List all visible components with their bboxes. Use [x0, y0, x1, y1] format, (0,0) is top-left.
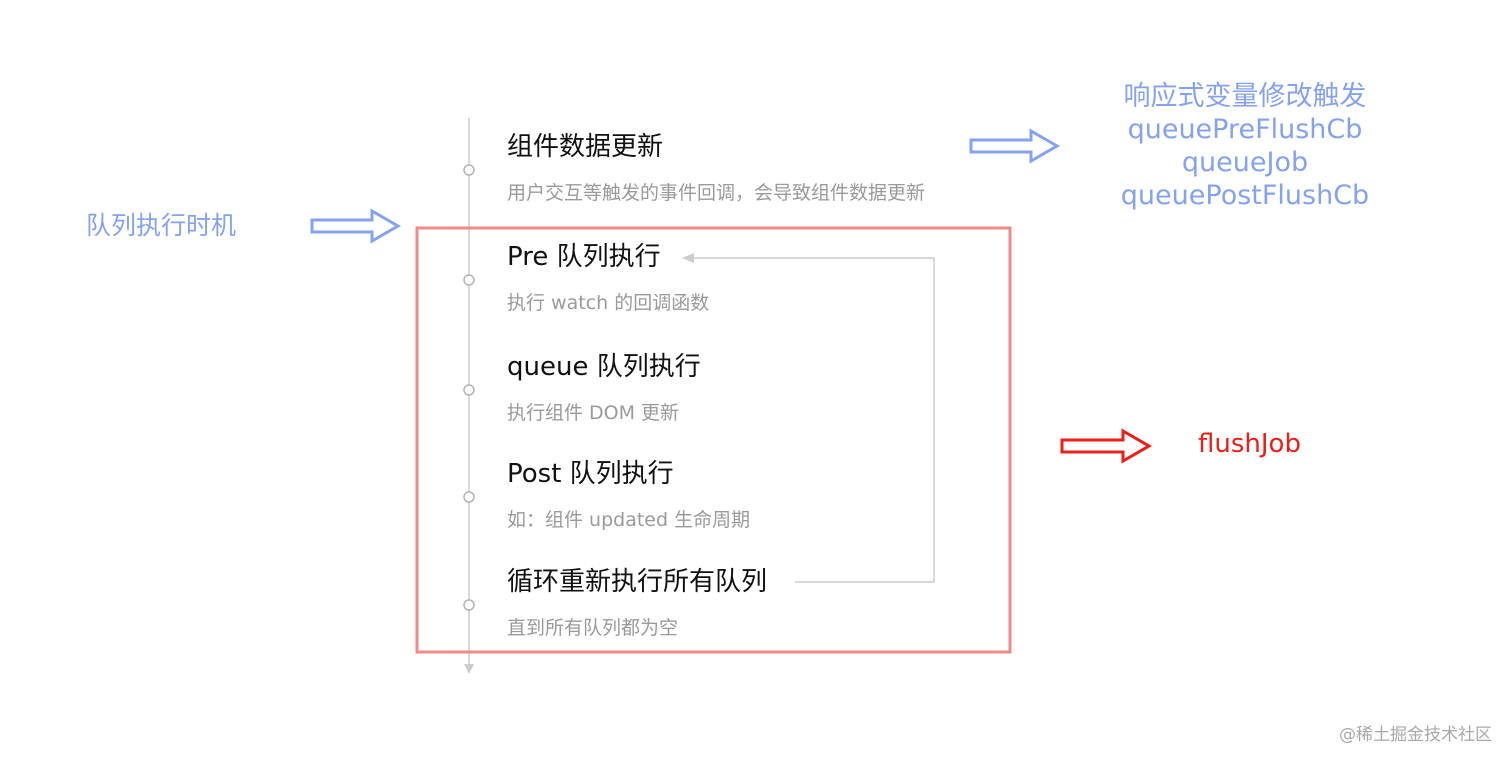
trigger-api-1: queuePreFlushCb: [1127, 114, 1363, 145]
trigger-api-3: queuePostFlushCb: [1120, 180, 1370, 211]
left-hollow-arrow: [310, 208, 402, 244]
timeline-node-1: [463, 164, 475, 176]
trigger-api-2: queueJob: [1181, 147, 1309, 178]
step-4-desc: 如：组件 updated 生命周期: [507, 509, 751, 531]
step-2-desc: 执行 watch 的回调函数: [507, 292, 710, 314]
timeline-node-3: [463, 384, 475, 396]
left-label: 队列执行时机: [86, 211, 237, 240]
step-3-title: queue 队列执行: [507, 352, 701, 382]
step-3-desc: 执行组件 DOM 更新: [507, 402, 680, 424]
step-1-desc: 用户交互等触发的事件回调，会导致组件数据更新: [507, 182, 926, 204]
loop-connector: [692, 257, 935, 583]
step-4-title: Post 队列执行: [507, 459, 674, 489]
step-1-title: 组件数据更新: [507, 132, 664, 162]
timeline-node-5: [463, 599, 475, 611]
step-5-title: 循环重新执行所有队列: [507, 567, 768, 597]
loop-connector-arrowhead: [682, 253, 694, 263]
timeline-node-4: [463, 491, 475, 503]
flush-label: flushJob: [1198, 429, 1301, 459]
timeline-node-2: [463, 274, 475, 286]
trigger-hollow-arrow: [969, 128, 1061, 164]
step-5-desc: 直到所有队列都为空: [507, 617, 679, 639]
trigger-label-block: 响应式变量修改触发 queuePreFlushCb queueJob queue…: [1100, 80, 1390, 212]
step-2-title: Pre 队列执行: [507, 242, 661, 272]
timeline-arrowhead: [464, 664, 474, 674]
flush-box: [415, 226, 1012, 654]
watermark: @稀土掘金技术社区: [1339, 725, 1492, 745]
trigger-title: 响应式变量修改触发: [1123, 81, 1367, 112]
flush-hollow-arrow: [1060, 428, 1153, 464]
